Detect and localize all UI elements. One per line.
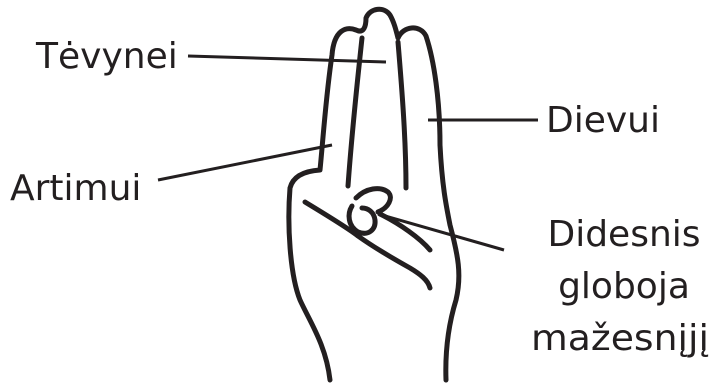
label-didesnis-line2: globoja [558, 266, 690, 307]
hand-illustration [289, 9, 459, 380]
label-dievui: Dievui [546, 100, 660, 141]
label-didesnis-line1: Didesnis [547, 214, 700, 255]
label-artimui: Artimui [10, 168, 141, 209]
hand-outline [289, 9, 459, 380]
label-didesnis-line3: mažesnįjį [531, 318, 709, 359]
label-tevynei: Tėvynei [35, 36, 178, 77]
